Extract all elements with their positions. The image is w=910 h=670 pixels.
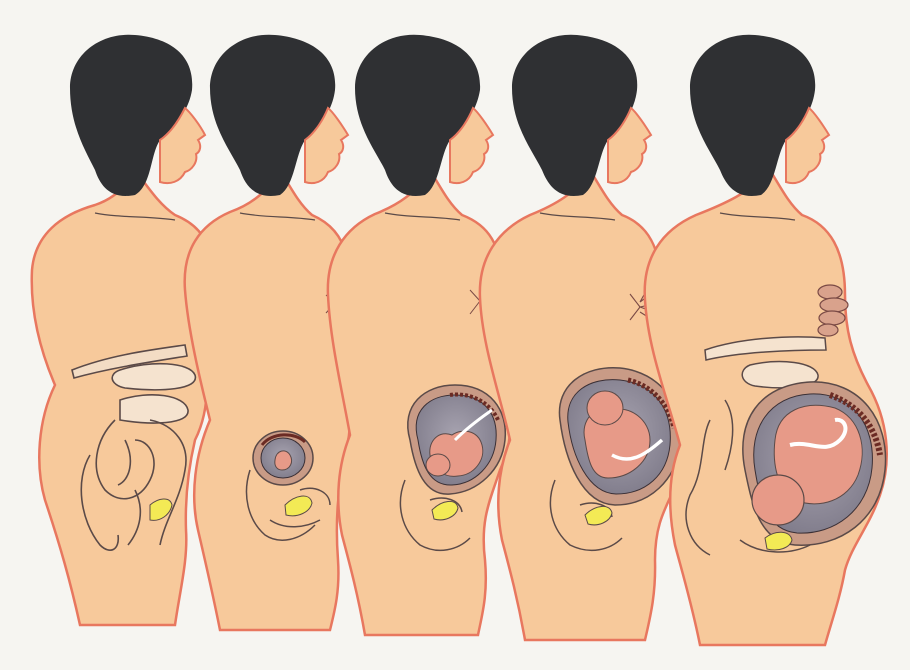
woman-figure-stage-2 bbox=[185, 35, 351, 630]
body-silhouette bbox=[185, 170, 351, 630]
woman-figure-stage-1 bbox=[32, 35, 213, 625]
fetus-head bbox=[752, 475, 804, 525]
woman-figure-stage-5 bbox=[645, 35, 887, 645]
fetus bbox=[275, 451, 292, 470]
body-silhouette bbox=[32, 170, 213, 625]
fetus-head bbox=[426, 454, 450, 476]
fetus-head bbox=[587, 391, 623, 425]
womb bbox=[253, 431, 313, 485]
